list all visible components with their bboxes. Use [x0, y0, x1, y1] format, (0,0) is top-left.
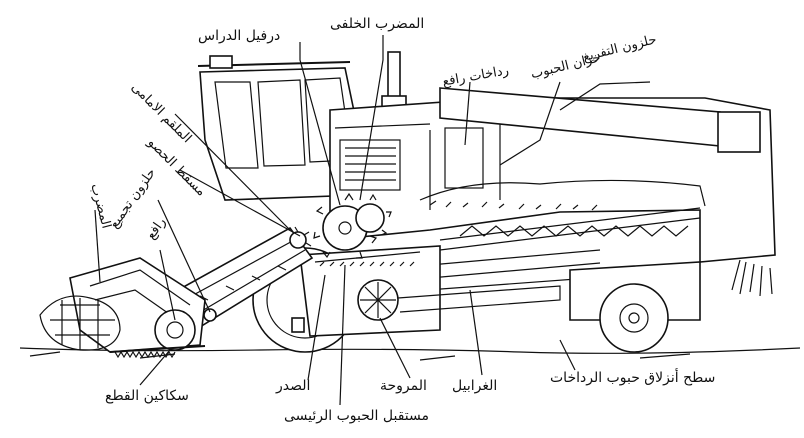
- rear-wheel: [569, 261, 701, 353]
- label-raising-paddles: رداخات رافع: [441, 63, 510, 89]
- label-rear-beater: المضرب الخلفى: [330, 16, 424, 32]
- fan: [357, 279, 561, 321]
- straw-discharge: [731, 259, 773, 297]
- cutting-header: [69, 257, 206, 353]
- label-harvest-drop: مسقط الحصو: [144, 135, 209, 200]
- concave: [314, 251, 421, 267]
- label-paddles-grain-slide: سطح أنزلاق حبوب الرداخات: [550, 368, 715, 386]
- label-cutter-knives: سكاكين القطع: [105, 388, 189, 404]
- label-main-grain-receiver: مستقبل الحبوب الرئيسى: [284, 408, 429, 424]
- label-elevator: رافع: [144, 215, 169, 242]
- label-front-feeder: الملقم الامامى: [128, 80, 194, 146]
- label-threshing-drum: درفيل الدراس: [198, 28, 280, 44]
- label-sieves: الغرابيل: [452, 378, 497, 394]
- reel: [39, 295, 121, 351]
- exhaust-pipe: [381, 51, 407, 109]
- straw-walkers: [439, 207, 701, 251]
- rear-beater: [355, 193, 392, 236]
- label-grain-tank: خزان الحبوب: [529, 50, 602, 82]
- leader-lines: [94, 35, 651, 406]
- label-chest: الصدر: [275, 378, 310, 394]
- unloading-auger: [439, 87, 761, 153]
- grain-pile: [419, 179, 706, 211]
- label-fan: المروحة: [380, 378, 427, 394]
- label-reel: المضرب: [87, 182, 113, 230]
